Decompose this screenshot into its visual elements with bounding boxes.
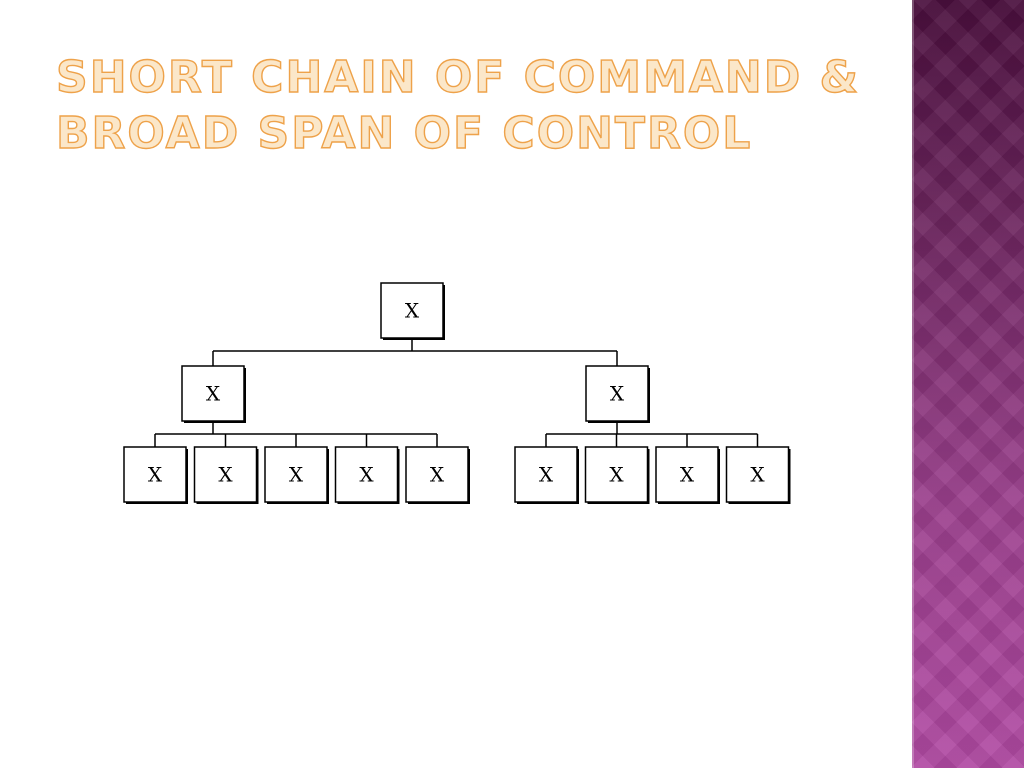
manager-node-1-label: X: [206, 382, 221, 406]
report-node-2-1-box: [514, 446, 578, 503]
report-node-2-1-label: X: [539, 463, 554, 487]
slide-title: Short Chain of Command & Broad Span of C…: [55, 50, 896, 162]
report-node-2-3: X: [655, 446, 720, 504]
report-node-2-4: X: [725, 446, 791, 504]
report-node-1-5-box: [405, 446, 469, 503]
report-node-2-4-box: [725, 446, 790, 503]
report-node-1-5-label: X: [430, 463, 445, 487]
slide-title-line-1: Short Chain of Command &: [55, 51, 860, 103]
manager-node-1: X: [181, 365, 246, 423]
report-node-2-3-label: X: [680, 463, 695, 487]
report-node-2-2-label: X: [609, 463, 624, 487]
report-node-2-4-label: X: [750, 463, 765, 487]
report-node-1-3-box: [264, 446, 328, 503]
report-node-1-2-label: X: [218, 463, 233, 487]
decorative-side-panel: [912, 0, 1024, 768]
report-node-1-2: X: [193, 446, 259, 504]
report-node-2-1: X: [514, 446, 579, 504]
report-node-2-2-box: [584, 446, 649, 503]
root-node: X: [380, 282, 445, 340]
manager-node-1-box: [181, 365, 245, 422]
org-chart-nodes: X X X X X X X X X X X X: [123, 282, 791, 504]
report-node-1-2-box: [193, 446, 258, 503]
report-node-1-3-label: X: [289, 463, 304, 487]
report-node-1-4-box: [334, 446, 399, 503]
report-node-1-1-label: X: [148, 463, 163, 487]
manager-node-2-box: [585, 365, 649, 422]
report-node-1-3: X: [264, 446, 329, 504]
manager-node-2: X: [585, 365, 650, 423]
slide-title-line-2: Broad Span of Control: [55, 107, 753, 159]
root-node-box: [380, 282, 444, 339]
report-node-2-3-box: [655, 446, 719, 503]
org-chart-connectors: [154, 338, 759, 447]
report-node-1-5: X: [405, 446, 470, 504]
report-node-1-4-label: X: [359, 463, 374, 487]
report-node-1-4: X: [334, 446, 400, 504]
org-chart: X X X X X X X X X X X X: [123, 282, 791, 504]
manager-node-2-label: X: [610, 382, 625, 406]
report-node-1-1-box: [123, 446, 187, 503]
root-node-label: X: [405, 299, 420, 323]
report-node-1-1: X: [123, 446, 188, 504]
report-node-2-2: X: [584, 446, 650, 504]
